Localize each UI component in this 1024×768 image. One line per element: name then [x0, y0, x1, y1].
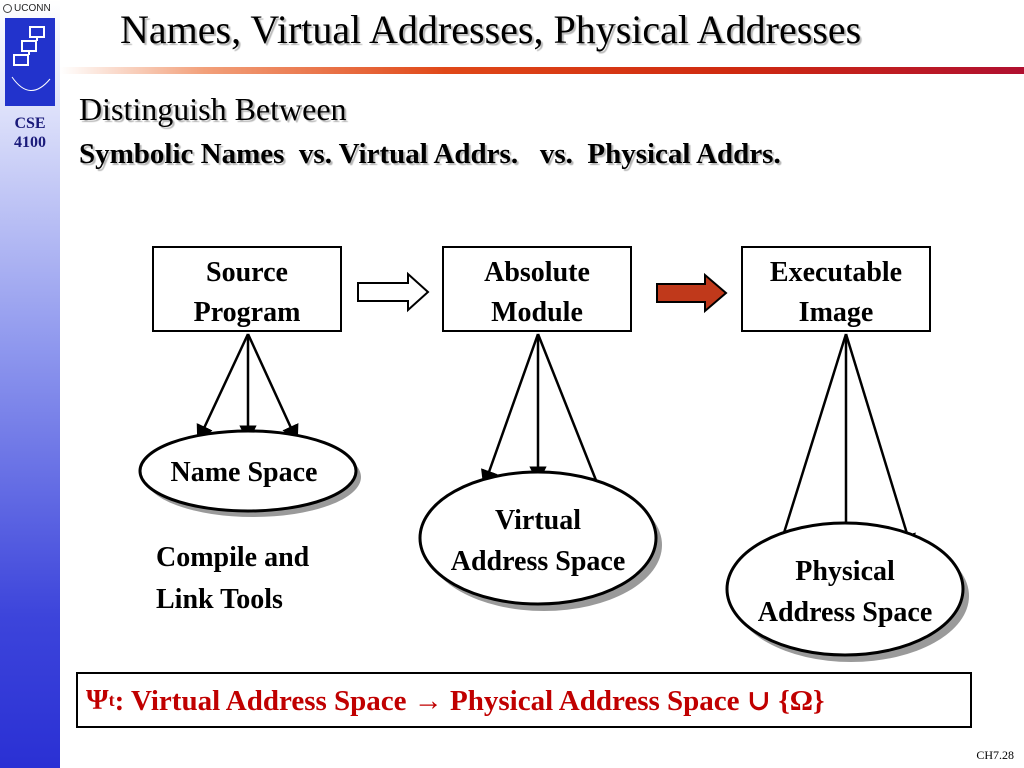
department-logo-icon [5, 18, 55, 106]
box-executable-line2: Image [799, 297, 874, 328]
ellipse-virtual-address-space: Virtual Address Space [418, 470, 662, 611]
sidebar: UCONN CSE 4100 [0, 0, 60, 768]
subtitle-comparison: Symbolic Names vs. Virtual Addrs. vs. Ph… [79, 138, 781, 170]
compile-link-tools-label: Compile and Link Tools [156, 537, 309, 621]
virtual-label-line2: Address Space [451, 546, 626, 577]
course-code: CSE 4100 [0, 114, 60, 152]
filled-arrow-icon [656, 272, 728, 314]
university-logo: UCONN [3, 3, 51, 14]
university-name: UCONN [14, 3, 51, 14]
course-code-line2: 4100 [14, 134, 46, 151]
outline-arrow-icon [357, 271, 430, 313]
virtual-label-line1: Virtual [495, 505, 581, 536]
psi-subscript: t [108, 689, 115, 710]
physical-label-line2: Address Space [758, 597, 933, 628]
box-source-line2: Program [194, 297, 301, 328]
physical-label-line1: Physical [795, 556, 895, 587]
arrow-image-right [844, 333, 916, 552]
name-space-label: Name Space [171, 457, 318, 488]
slide-title: Names, Virtual Addresses, Physical Addre… [120, 7, 862, 52]
arrow-source-right [246, 333, 299, 443]
compile-label-line2: Link Tools [156, 584, 283, 615]
arrow-source-left [196, 333, 250, 443]
ellipse-name-space: Name Space [138, 429, 361, 517]
subtitle: Distinguish Between [79, 91, 347, 127]
box-executable-image: Executable Image [741, 246, 931, 332]
course-code-line1: CSE [14, 115, 46, 132]
page-number: CH7.28 [976, 748, 1014, 762]
title-underline-bar [60, 67, 1024, 74]
mapping-text: : Virtual Address Space → Physical Addre… [114, 684, 825, 717]
box-executable-line1: Executable [770, 257, 902, 288]
compile-label-line1: Compile and [156, 542, 310, 573]
arrow-image-left [774, 333, 848, 554]
box-source-program: Source Program [152, 246, 342, 332]
ellipse-physical-address-space: Physical Address Space [725, 521, 969, 662]
arrow-module-left [481, 333, 540, 488]
arrow-module-right [536, 333, 608, 505]
seal-icon [3, 4, 12, 13]
psi-symbol: Ψ [86, 683, 109, 716]
box-absolute-module: Absolute Module [442, 246, 632, 332]
box-absolute-line1: Absolute [484, 257, 590, 288]
box-absolute-line2: Module [491, 297, 583, 328]
box-source-line1: Source [206, 257, 288, 288]
